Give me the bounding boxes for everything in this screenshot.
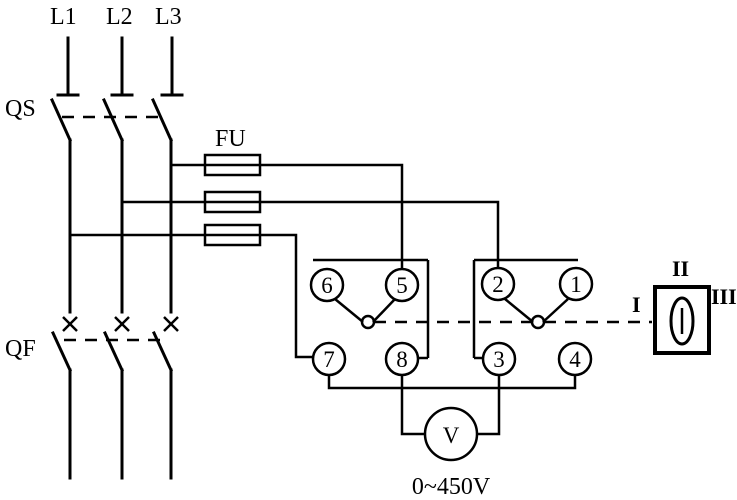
terminal-2: 2: [480, 266, 516, 302]
terminal-8: 8: [384, 341, 420, 377]
selector-switch-left-deck: 6 5 7 8: [309, 258, 430, 377]
svg-text:8: 8: [396, 347, 408, 372]
qs-label: QS: [5, 96, 36, 122]
disconnect-switch-qs: QS: [5, 36, 184, 142]
voltmeter-range-label: 0~450V: [412, 474, 491, 500]
terminal-5: 5: [384, 267, 420, 303]
svg-text:3: 3: [493, 347, 505, 372]
circuit-breaker-qf: QF: [5, 316, 179, 372]
qf-label: QF: [5, 336, 36, 362]
phase-label-l2: L2: [106, 4, 133, 30]
terminal-1: 1: [558, 266, 594, 302]
selector-switch-right-deck: 2 1 3 4: [472, 258, 594, 377]
voltmeter: V: [400, 375, 501, 462]
selector-handle: II I III: [632, 256, 737, 355]
terminal-3: 3: [481, 341, 517, 377]
handle-position-ii: II: [672, 256, 689, 281]
handle-position-i: I: [632, 292, 641, 317]
svg-text:2: 2: [492, 272, 504, 297]
svg-text:5: 5: [396, 273, 408, 298]
phase-label-l1: L1: [50, 4, 77, 30]
fu-label: FU: [215, 126, 246, 152]
svg-text:4: 4: [569, 347, 581, 372]
terminal-7: 7: [311, 341, 347, 377]
fuse-group-fu: FU: [203, 126, 262, 247]
svg-text:1: 1: [570, 272, 582, 297]
handle-position-iii: III: [711, 284, 737, 309]
svg-text:6: 6: [321, 273, 333, 298]
voltmeter-symbol: V: [443, 423, 460, 448]
terminal-6: 6: [309, 267, 345, 303]
svg-text:7: 7: [323, 347, 335, 372]
phase-label-l3: L3: [155, 4, 182, 30]
terminal-4: 4: [557, 341, 593, 377]
